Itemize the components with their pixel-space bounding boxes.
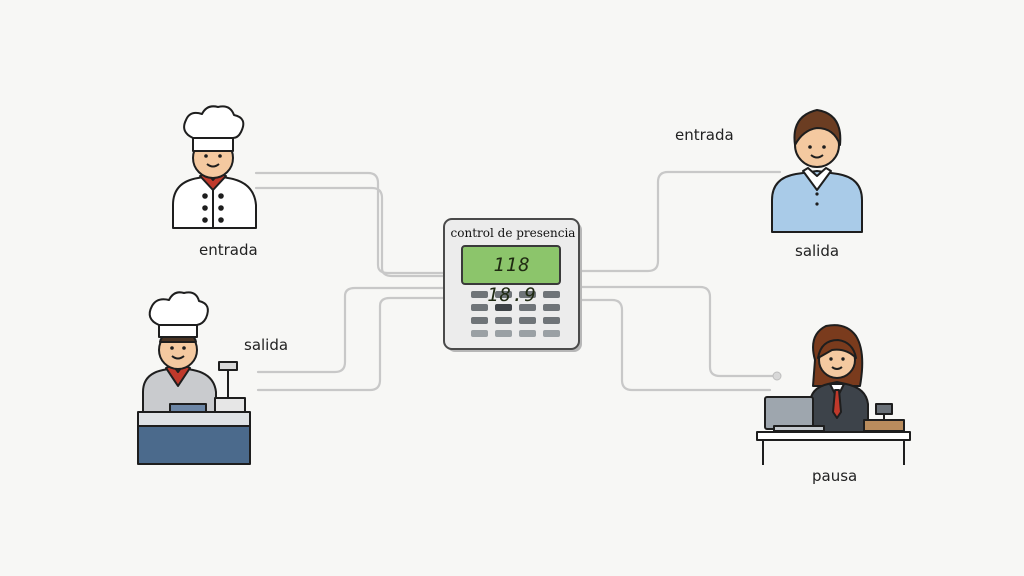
wire-desk-2: [580, 298, 772, 392]
time-clock-device: [443, 218, 582, 352]
wire-desk-1: [580, 285, 778, 378]
woman-desk-icon: [756, 324, 911, 465]
lcd-screen: [461, 245, 561, 285]
chef-register-icon: [137, 291, 251, 465]
label-chef-register: salida: [244, 336, 289, 354]
wire-chef-bottom-2: [256, 296, 448, 392]
label-woman-desk: pausa: [812, 467, 858, 485]
wire-chef-top-2: [254, 186, 448, 278]
chef-icon: [172, 105, 257, 229]
label-chef-top: entrada: [199, 241, 258, 259]
wire-chef-bottom-1: [256, 286, 448, 374]
man-icon: [771, 109, 863, 233]
wire-end-dot: [772, 371, 782, 381]
connection-lines: [254, 170, 782, 392]
device-title: control de presencia: [450, 226, 576, 240]
label-man: salida: [795, 242, 840, 260]
label-man-line: entrada: [675, 126, 734, 144]
lcd-display-value: 118 18.9: [487, 254, 537, 306]
wire-man: [580, 170, 782, 273]
keypad: [471, 291, 560, 337]
